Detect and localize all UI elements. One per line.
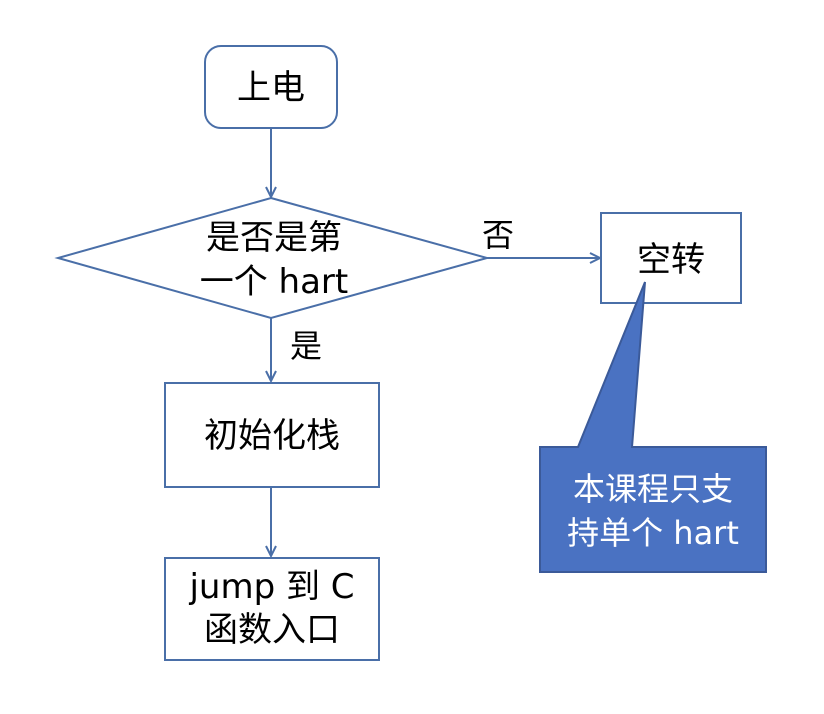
node-jump-to-c-shape [164, 557, 380, 661]
callout-shape [539, 281, 767, 573]
node-idle-loop-shape [600, 212, 742, 304]
node-power-on-label: 上电 [237, 68, 305, 108]
node-jump-to-c-line2: 函数入口 [204, 610, 340, 650]
callout-single-hart: 本课程只支 持单个 hart [539, 281, 767, 573]
node-idle-loop: 空转 [600, 212, 742, 304]
node-power-on: 上电 [204, 45, 338, 129]
edge-label-yes: 是 [290, 327, 322, 365]
callout-line2: 持单个 hart [567, 514, 739, 552]
node-is-first-hart-line2: 一个 hart [200, 262, 349, 302]
node-init-stack-label: 初始化栈 [204, 416, 340, 456]
node-jump-to-c-line1: jump 到 C [188, 567, 354, 607]
node-is-first-hart-line1: 是否是第 [206, 218, 342, 258]
node-idle-loop-label: 空转 [637, 240, 705, 280]
node-init-stack: 初始化栈 [164, 382, 380, 488]
callout-line1: 本课程只支 [573, 470, 733, 508]
node-jump-to-c: jump 到 C 函数入口 [164, 557, 380, 661]
node-init-stack-shape [164, 382, 380, 488]
node-is-first-hart: 是否是第 一个 hart [54, 196, 491, 320]
edge-label-no: 否 [482, 216, 514, 254]
